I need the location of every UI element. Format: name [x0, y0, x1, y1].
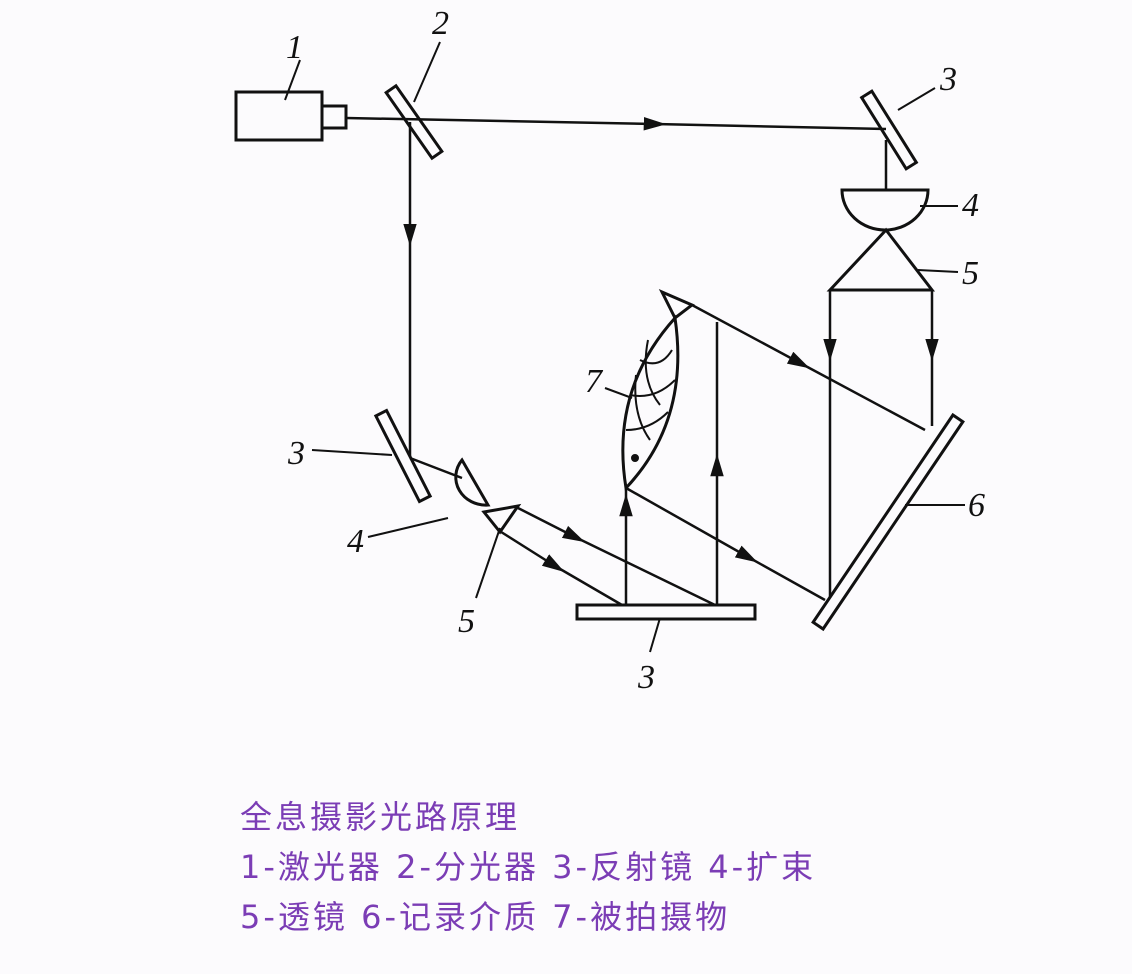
caption-legend-line1: 1-激光器 2-分光器 3-反射镜 4-扩束: [240, 848, 817, 886]
beam-splitter: [384, 83, 444, 161]
label-lens-left: 5: [458, 603, 475, 640]
mirror-bottom: [575, 603, 757, 621]
object-fish: [621, 288, 695, 492]
beam-expander-left: [454, 457, 491, 507]
mirror-left: [373, 408, 433, 504]
label-mirror-bottom: 3: [637, 659, 655, 696]
mirror-top-right: [859, 89, 919, 171]
lens-right: [826, 227, 936, 292]
label-lens-right: 5: [962, 255, 979, 292]
label-mirror-top: 3: [939, 61, 957, 98]
beam-reference: [345, 116, 667, 131]
caption-legend-line2: 5-透镜 6-记录介质 7-被拍摄物: [240, 898, 731, 936]
lens-left: [481, 503, 522, 535]
laser: [234, 90, 324, 142]
label-laser: 1: [286, 29, 303, 66]
label-splitter: 2: [432, 5, 449, 42]
label-expander-left: 4: [347, 523, 364, 560]
label-object: 7: [585, 363, 604, 400]
beam-expander-right: [840, 188, 930, 232]
laser-nozzle: [320, 104, 348, 130]
label-plate: 6: [968, 487, 985, 524]
label-expander-right: 4: [962, 187, 979, 224]
recording-plate: [811, 412, 965, 632]
caption-title: 全息摄影光路原理: [240, 798, 521, 836]
label-mirror-left: 3: [287, 435, 305, 472]
